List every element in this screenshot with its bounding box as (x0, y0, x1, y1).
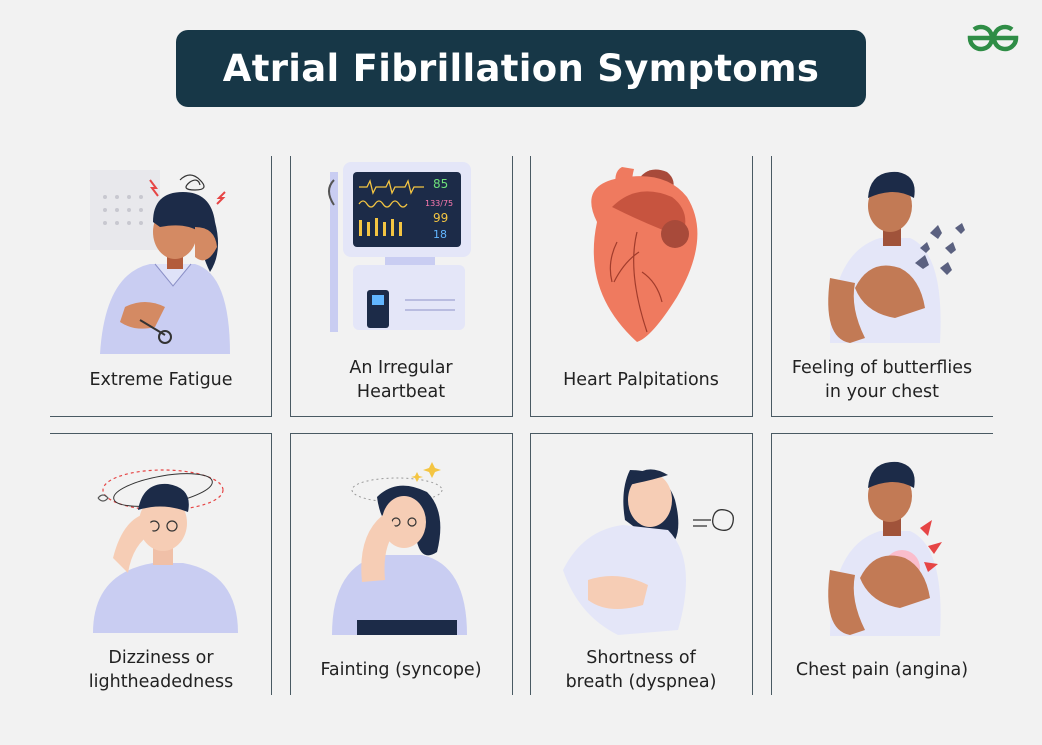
tired-man-icon (90, 170, 230, 354)
symptom-label: Extreme Fatigue (89, 370, 233, 390)
page-title: Atrial Fibrillation Symptoms (222, 47, 820, 90)
divider (271, 433, 272, 695)
dizzy-man-icon (93, 469, 238, 633)
breathless-woman-icon (563, 469, 734, 635)
svg-text:99: 99 (433, 211, 448, 225)
divider (771, 433, 772, 695)
butterflies-chest-icon (828, 171, 965, 343)
symptom-label: Dizziness or lightheadedness (88, 648, 234, 692)
svg-text:133/75: 133/75 (425, 199, 453, 208)
symptom-label: Shortness of breath (dyspnea) (565, 648, 717, 692)
heart-monitor-icon: 85 133/75 99 18 (328, 162, 471, 332)
heart-icon (591, 167, 698, 342)
svg-text:85: 85 (433, 177, 448, 191)
divider (50, 433, 272, 434)
divider (290, 433, 513, 434)
divider (771, 433, 993, 434)
divider (752, 433, 753, 695)
symptom-label: An Irregular Heartbeat (349, 358, 453, 402)
title-banner: Atrial Fibrillation Symptoms (176, 30, 866, 107)
divider (530, 433, 531, 695)
divider (290, 416, 513, 417)
divider (530, 156, 531, 417)
divider (530, 433, 753, 434)
divider (771, 156, 772, 417)
symptom-label: Heart Palpitations (563, 370, 719, 390)
symptom-label: Fainting (syncope) (320, 660, 482, 680)
symptom-label: Chest pain (angina) (795, 660, 969, 680)
divider (512, 433, 513, 695)
divider (271, 156, 272, 417)
divider (771, 416, 993, 417)
divider (512, 156, 513, 417)
divider (752, 156, 753, 417)
divider (530, 416, 753, 417)
divider (290, 156, 291, 417)
fainting-woman-icon (332, 462, 467, 635)
symptom-label: Feeling of butterflies in your chest (791, 358, 973, 402)
divider (50, 416, 272, 417)
svg-text:18: 18 (433, 228, 447, 241)
chest-pain-man-icon (828, 461, 942, 636)
geeksforgeeks-logo-icon (967, 24, 1019, 52)
divider (290, 433, 291, 695)
